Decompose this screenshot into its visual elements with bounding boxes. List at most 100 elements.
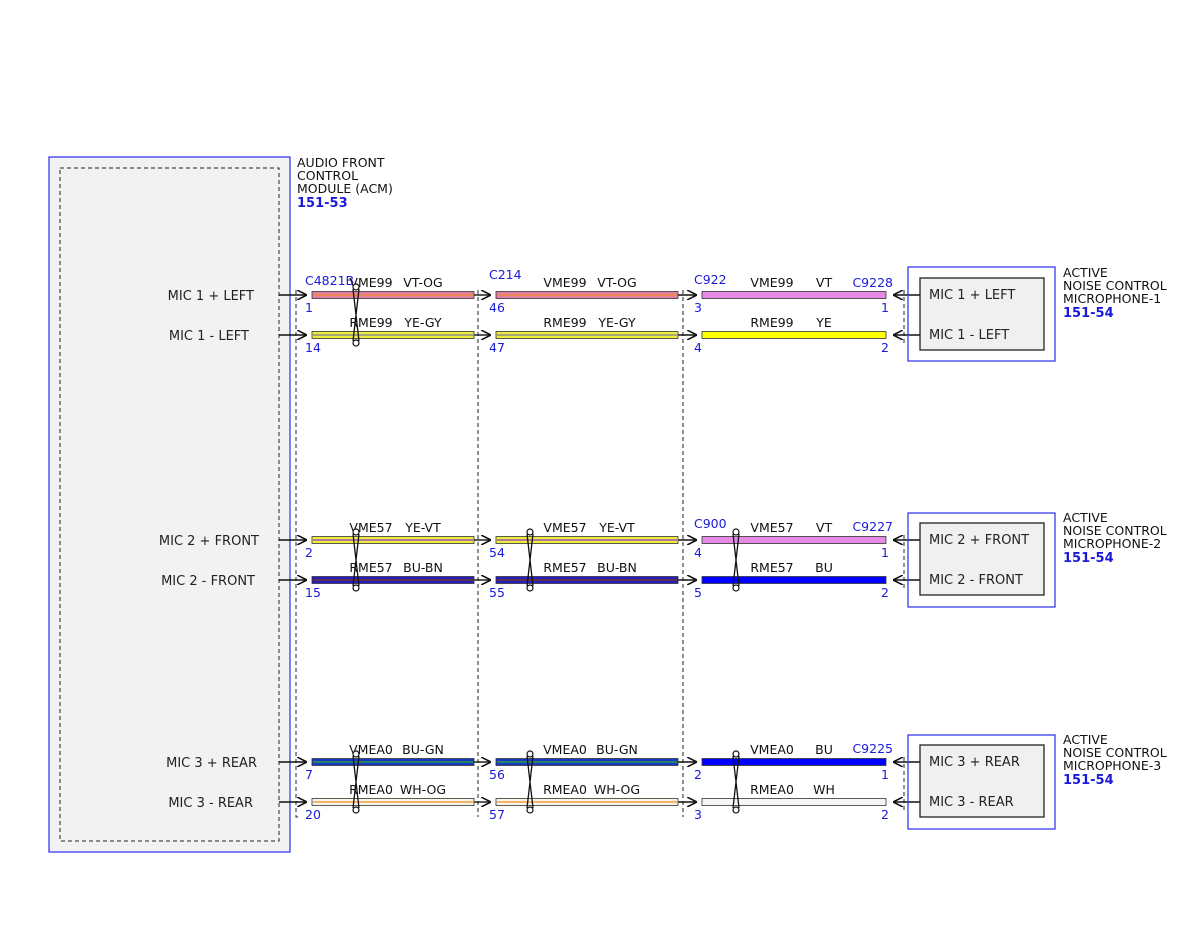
wire-color-label: BU [815, 560, 833, 575]
wire-color-label: YE [815, 315, 832, 330]
mic3-ref-link[interactable]: 151-54 [1063, 773, 1114, 788]
wire-wh [701, 798, 887, 806]
wire-circuit-label: VME57 [750, 520, 793, 535]
mic1-ref-link[interactable]: 151-54 [1063, 306, 1114, 321]
connector-c4821b: C4821B [305, 273, 354, 288]
twisted-pair-marker [352, 288, 360, 342]
wire-color-label: BU-BN [403, 560, 443, 575]
connector-c9225: C9225 [852, 741, 893, 756]
wire-circuit-label: RMEA0 [349, 782, 393, 797]
mic3-title-line-1: ACTIVE [1063, 732, 1108, 747]
wire-color-label: VT-OG [403, 275, 442, 290]
connector-c9227: C9227 [852, 519, 893, 534]
wire-vt [701, 536, 887, 544]
acm-pin-label: MIC 2 - FRONT [161, 574, 255, 589]
mic2-ref-link[interactable]: 151-54 [1063, 551, 1114, 566]
twisted-pair-loop [352, 339, 360, 347]
wire-color-label: YE-VT [598, 520, 635, 535]
pin-number: 3 [694, 300, 702, 315]
twisted-pair-loop [732, 806, 740, 814]
connector-c214: C214 [489, 267, 522, 282]
acm-pin-label: MIC 2 + FRONT [159, 534, 259, 549]
acm-title-line-2: CONTROL [297, 168, 358, 183]
mic2-title-line-1: ACTIVE [1063, 510, 1108, 525]
connector-outlines [295, 290, 905, 818]
twisted-pair-loop [352, 528, 360, 536]
pin-number: 20 [305, 807, 321, 822]
wire-color-label: YE-GY [597, 315, 636, 330]
wire-color-label: WH-OG [594, 782, 640, 797]
twisted-pair-loop [352, 806, 360, 814]
twisted-pair-loop [352, 584, 360, 592]
connector-c922: C922 [694, 272, 727, 287]
wire-color-label: VT [816, 520, 833, 535]
twisted-pair-marker [732, 755, 740, 809]
mic2-title-line-3: MICROPHONE-2 [1063, 536, 1161, 551]
acm-pin-label: MIC 3 - REAR [168, 796, 253, 811]
wire-circuit-label: VME99 [750, 275, 793, 290]
acm-pin-label: MIC 1 - LEFT [169, 329, 249, 344]
pin-number: 54 [489, 545, 505, 560]
wire-color-label: BU-BN [597, 560, 637, 575]
acm-title-line-3: MODULE (ACM) [297, 181, 393, 196]
mic-pin-label: MIC 1 - LEFT [929, 328, 1009, 343]
wire-circuit-label: VMEA0 [750, 742, 794, 757]
wire-color-label: BU-GN [402, 742, 444, 757]
wire-circuit-label: RME99 [543, 315, 586, 330]
wire-color-label: YE-GY [403, 315, 442, 330]
wire-color-label: YE-VT [404, 520, 441, 535]
wire-color-label: WH [813, 782, 835, 797]
pin-number: 56 [489, 767, 505, 782]
twisted-pair-loop [526, 750, 534, 758]
mic1-title-line-2: NOISE CONTROL [1063, 278, 1167, 293]
wire-circuit-label: RME57 [349, 560, 392, 575]
pin-number: 5 [694, 585, 702, 600]
acm-title-line-1: AUDIO FRONT [297, 155, 385, 170]
twisted-pair-marker [352, 755, 360, 809]
pin-number: 55 [489, 585, 505, 600]
mic-pin-label: MIC 2 - FRONT [929, 573, 1023, 588]
acm-ref-link[interactable]: 151-53 [297, 196, 348, 211]
wire-color-label: VT-OG [597, 275, 636, 290]
pin-number: 4 [694, 545, 702, 560]
twisted-pair-loop [352, 750, 360, 758]
pin-number: 47 [489, 340, 505, 355]
mic3-title-line-2: NOISE CONTROL [1063, 745, 1167, 760]
microphone-1: MIC 1 + LEFT MIC 1 - LEFT ACTIVE NOISE C… [907, 265, 1167, 362]
mic3-title-line-3: MICROPHONE-3 [1063, 758, 1161, 773]
mic1-title-line-1: ACTIVE [1063, 265, 1108, 280]
pin-number: 14 [305, 340, 321, 355]
wire-circuit-label: VME99 [349, 275, 392, 290]
twisted-pair-loop [732, 750, 740, 758]
wire-bu [701, 758, 887, 766]
acm-pin-label: MIC 3 + REAR [166, 756, 257, 771]
wire-circuit-label: VMEA0 [349, 742, 393, 757]
pin-number: 1 [881, 300, 889, 315]
twisted-pair-loop [732, 528, 740, 536]
twisted-pair-marker [526, 533, 534, 587]
wire-color-label: VT [816, 275, 833, 290]
wire-circuit-label: RME99 [349, 315, 392, 330]
pin-number: 2 [881, 807, 889, 822]
twisted-pair-loop [732, 584, 740, 592]
wire-color-label: WH-OG [400, 782, 446, 797]
wire-vt [701, 291, 887, 299]
pin-number: 7 [305, 767, 313, 782]
pin-number: 15 [305, 585, 321, 600]
mic-pin-label: MIC 3 + REAR [929, 755, 1020, 770]
microphone-2: MIC 2 + FRONT MIC 2 - FRONT ACTIVE NOISE… [907, 510, 1167, 608]
pin-number: 1 [881, 767, 889, 782]
pin-number: 2 [881, 585, 889, 600]
wire-ye [701, 331, 887, 339]
mic-pin-label: MIC 1 + LEFT [929, 288, 1015, 303]
twisted-pair-marker [732, 533, 740, 587]
twisted-pair-loop [526, 806, 534, 814]
twisted-pair-loop [526, 528, 534, 536]
wire-circuit-label: RMEA0 [750, 782, 794, 797]
wire-color-label: BU [815, 742, 833, 757]
wire-circuit-label: VME99 [543, 275, 586, 290]
pin-number: 2 [881, 340, 889, 355]
acm-module: AUDIO FRONT CONTROL MODULE (ACM) 151-53 … [48, 155, 393, 853]
connector-c900: C900 [694, 516, 727, 531]
